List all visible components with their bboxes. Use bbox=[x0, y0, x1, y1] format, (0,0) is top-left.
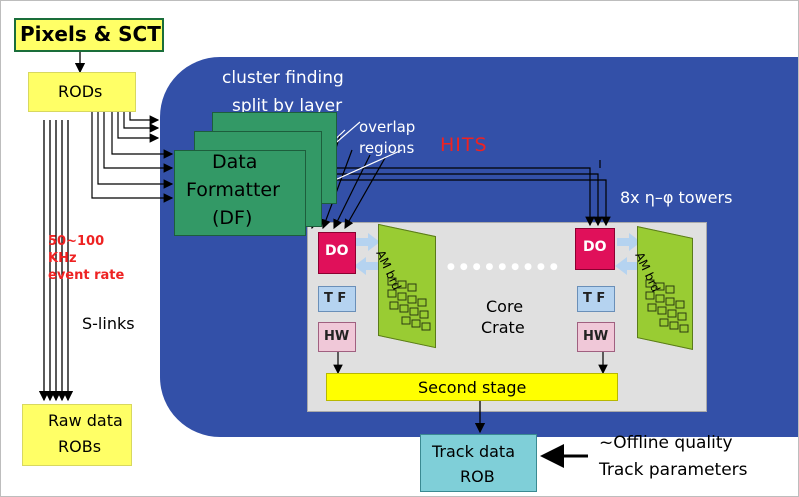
do-box-left bbox=[318, 232, 356, 274]
hw-box-right bbox=[577, 322, 615, 352]
do-label-right: DO bbox=[583, 239, 607, 255]
tower-dots: ●●●●●●●●● bbox=[447, 262, 563, 272]
raw-line2: ROBs bbox=[58, 437, 102, 456]
hits-label: HITS bbox=[440, 134, 488, 156]
offline-line2: Track parameters bbox=[599, 460, 748, 480]
slinks-label: S-links bbox=[82, 314, 135, 333]
df-line2: Formatter bbox=[186, 179, 280, 201]
hw-box-left bbox=[318, 322, 356, 352]
tf-label-right: T F bbox=[583, 291, 606, 306]
rate-line2: KHz bbox=[48, 251, 77, 266]
df-board-front bbox=[174, 150, 306, 236]
core-line2: Crate bbox=[481, 318, 525, 337]
track-line1: Track data bbox=[432, 442, 515, 461]
hw-label-left: HW bbox=[324, 329, 350, 344]
core-line1: Core bbox=[486, 297, 524, 316]
rate-line3: event rate bbox=[48, 268, 125, 283]
track-line2: ROB bbox=[460, 467, 495, 486]
second-stage-label: Second stage bbox=[418, 378, 527, 397]
pixels-sct-box bbox=[14, 18, 164, 52]
rate-line1: 50~100 bbox=[48, 234, 105, 249]
raw-line1: Raw data bbox=[48, 411, 123, 430]
pixels-sct-label: Pixels & SCT bbox=[20, 22, 161, 46]
cluster-note-line1: cluster finding bbox=[222, 68, 344, 88]
df-line1: Data bbox=[212, 151, 258, 173]
offline-line1: ~Offline quality bbox=[599, 433, 733, 453]
tf-box-left bbox=[318, 286, 356, 312]
rods-label: RODs bbox=[58, 82, 103, 101]
tf-label-left: T F bbox=[324, 291, 347, 306]
overlap-line1: overlap bbox=[359, 118, 416, 136]
rods-box bbox=[28, 72, 136, 112]
tf-box-right bbox=[577, 286, 615, 312]
do-box-right bbox=[575, 228, 615, 270]
df-line3: (DF) bbox=[212, 207, 253, 229]
track-data-box bbox=[420, 434, 537, 492]
cluster-note-line2: split by layer bbox=[232, 96, 343, 116]
hw-label-right: HW bbox=[583, 329, 609, 344]
second-stage-box bbox=[326, 373, 618, 401]
do-label-left: DO bbox=[325, 243, 349, 259]
overlap-line2: regions bbox=[359, 139, 415, 157]
raw-data-box bbox=[22, 404, 132, 466]
towers-label: 8x η–φ towers bbox=[620, 188, 733, 207]
